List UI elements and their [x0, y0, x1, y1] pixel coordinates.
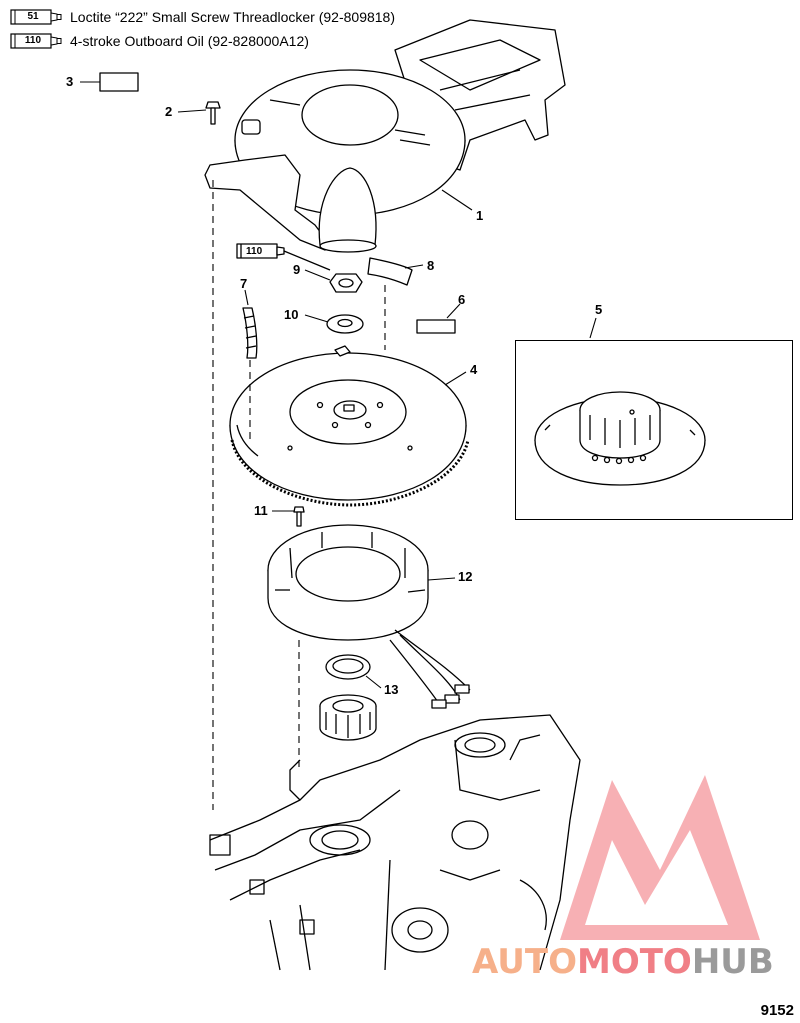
callout-1: 1	[476, 208, 484, 223]
flywheel-cover	[204, 19, 566, 253]
part-3-block	[99, 72, 139, 92]
crankshaft-seal	[325, 654, 371, 680]
callout-9: 9	[293, 262, 301, 277]
leader-lines	[80, 81, 597, 689]
callout-6: 6	[458, 292, 466, 307]
watermark-logo-icon	[560, 775, 760, 940]
callout-12: 12	[458, 569, 473, 584]
callout-2: 2	[165, 104, 173, 119]
legend-text: 4-stroke Outboard Oil (92-828000A12)	[70, 33, 309, 49]
figure-number: 9152	[760, 1002, 794, 1019]
callout-11: 11	[254, 503, 268, 518]
legend-row-threadlocker: 51 Loctite “222” Small Screw Threadlocke…	[10, 6, 395, 28]
tube-code: 51	[27, 11, 39, 22]
flywheel-nut	[329, 273, 363, 293]
inline-tube-code: 110	[246, 246, 263, 257]
part-6-block	[416, 319, 456, 334]
tube-icon: 110	[10, 33, 62, 49]
callout-10: 10	[284, 307, 299, 322]
stator-screw	[293, 506, 305, 527]
callout-5: 5	[595, 302, 603, 317]
tube-icon: 51	[10, 9, 62, 25]
alignment-lines	[212, 180, 386, 810]
flywheel-key	[367, 257, 413, 286]
callout-3: 3	[66, 74, 74, 89]
legend-row-oil: 110 4-stroke Outboard Oil (92-828000A12)	[10, 30, 309, 52]
watermark-text: AUTOMOTOHUB	[472, 942, 774, 982]
engine-block	[209, 714, 581, 971]
callout-7: 7	[240, 276, 248, 291]
ring-gear-teeth	[230, 439, 470, 507]
stator	[267, 524, 429, 641]
flywheel-washer	[326, 314, 364, 334]
callout-8: 8	[427, 258, 435, 273]
oil-tube-icon	[236, 243, 331, 271]
crankshaft-gear	[319, 694, 377, 741]
legend-text: Loctite “222” Small Screw Threadlocker (…	[70, 9, 396, 25]
magnet-strip	[242, 307, 258, 359]
cover-screw	[205, 101, 221, 125]
callout-13: 13	[384, 682, 399, 697]
inset-flywheel-detail	[534, 391, 706, 486]
stator-wire-harness	[389, 629, 471, 709]
tube-code: 110	[24, 35, 42, 46]
callout-4: 4	[470, 362, 478, 377]
inset-detail-frame	[515, 340, 793, 520]
flywheel	[229, 345, 467, 501]
